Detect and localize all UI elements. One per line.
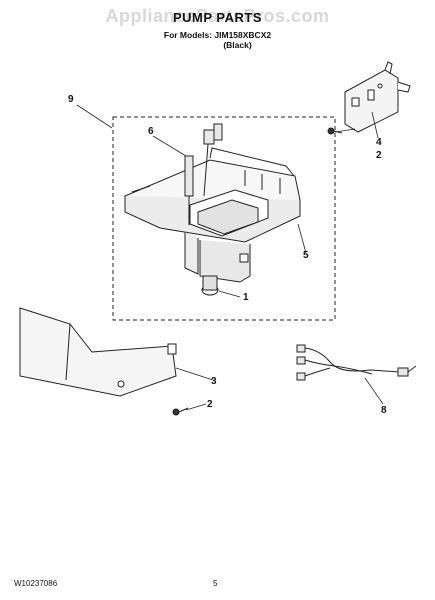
watermark: AppliancePartsPros.com	[105, 6, 330, 26]
callout-2-lower: 2	[207, 399, 213, 410]
page-number: 5	[213, 579, 218, 588]
screw-upper	[327, 127, 343, 135]
callout-2-upper: 2	[376, 150, 382, 161]
color-line: (Black)	[223, 40, 252, 50]
page-title: PUMP PARTS	[172, 10, 263, 25]
document-number: W10237086	[14, 579, 58, 588]
callout-9: 9	[68, 94, 74, 105]
side-cover-panel	[19, 307, 177, 397]
callout-4: 4	[376, 137, 382, 148]
model-line: For Models: JIM158XBCX2	[163, 30, 272, 40]
callout-8: 8	[381, 405, 387, 416]
wire-harness	[296, 344, 417, 381]
mounting-bracket	[344, 61, 411, 133]
screw-lower	[172, 407, 189, 416]
callout-3: 3	[211, 376, 217, 387]
float-switch	[184, 123, 223, 225]
callout-6: 6	[148, 126, 154, 137]
assembly-dashed-frame	[112, 116, 336, 321]
callout-1: 1	[243, 292, 249, 303]
callout-5: 5	[303, 250, 309, 261]
leader-lines	[76, 104, 384, 411]
pump-housing	[123, 147, 301, 296]
